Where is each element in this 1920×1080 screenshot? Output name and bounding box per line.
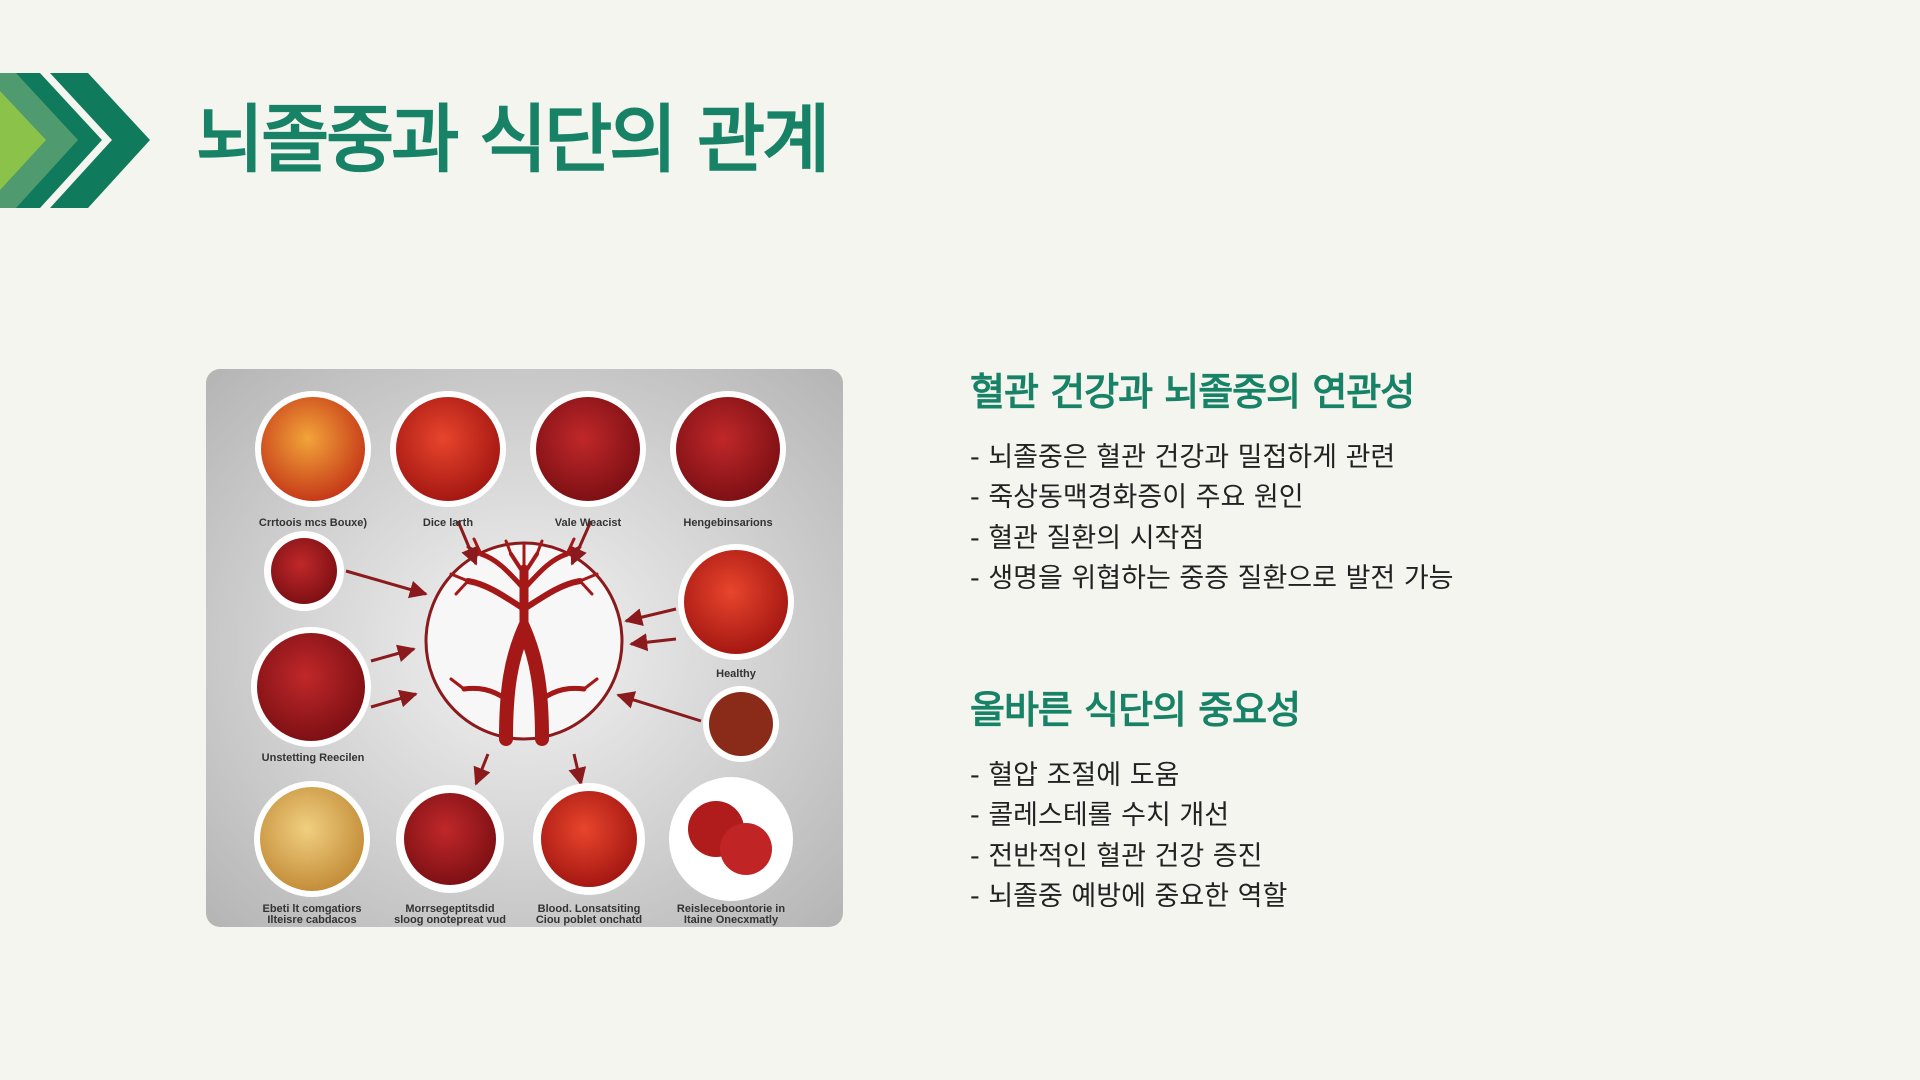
caption: Hengebinsarions	[683, 517, 772, 529]
bullet-item: - 뇌졸중 예방에 중요한 역할	[970, 881, 1288, 913]
bullet-list: - 혈압 조절에 도움 - 콜레스테롤 수치 개선 - 전반적인 혈관 건강 증…	[970, 756, 1300, 918]
section-vessel-health: 혈관 건강과 뇌졸중의 연관성 - 뇌졸중은 혈관 건강과 밀접하게 관련 - …	[970, 370, 1454, 600]
caption: Ciou poblet onchatd	[536, 914, 642, 926]
bullet-item: - 전반적인 혈관 건강 증진	[970, 840, 1263, 872]
caption: Morrsegeptitsdid	[405, 903, 494, 915]
section-heading: 올바른 식단의 중요성	[970, 688, 1301, 732]
caption: Vale Weacist	[555, 517, 622, 529]
section-diet-importance: 올바른 식단의 중요성 - 혈압 조절에 도움 - 콜레스테롤 수치 개선 - …	[970, 688, 1301, 918]
caption: Reisleceboontorie in	[677, 903, 785, 915]
caption: Dice larth	[423, 517, 473, 529]
caption: Itaine Onecxmatly	[684, 914, 779, 926]
bullet-item: - 혈관 질환의 시작점	[970, 522, 1205, 554]
caption: Unstetting Reecilen	[262, 752, 365, 764]
chevron-arrows-icon	[0, 73, 150, 208]
bullet-item: - 죽상동맥경화증이 주요 원인	[970, 482, 1304, 514]
bullet-item: - 뇌졸중은 혈관 건강과 밀접하게 관련	[970, 441, 1396, 473]
bullet-item: - 콜레스테롤 수치 개선	[970, 800, 1230, 832]
caption: Healthy	[716, 668, 757, 680]
caption: Blood. Lonsatsiting	[538, 903, 641, 915]
caption: Ebeti lt comgatiors	[262, 903, 361, 915]
caption: Ilteisre cabdacos	[267, 914, 356, 926]
page-title: 뇌졸중과 식단의 관계	[196, 97, 830, 183]
bullet-item: - 혈압 조절에 도움	[970, 759, 1180, 791]
caption: sloog onotepreat vud	[394, 914, 506, 926]
bullet-item: - 생명을 위협하는 중증 질환으로 발전 가능	[970, 563, 1454, 595]
caption: Crrtoois mcs Bouxe)	[259, 517, 368, 529]
diet-blood-vessel-image: Crrtoois mcs Bouxe) Dice larth Vale Weac…	[206, 369, 843, 927]
section-heading: 혈관 건강과 뇌졸중의 연관성	[970, 370, 1415, 414]
bullet-list: - 뇌졸중은 혈관 건강과 밀접하게 관련 - 죽상동맥경화증이 주요 원인 -…	[970, 438, 1454, 600]
